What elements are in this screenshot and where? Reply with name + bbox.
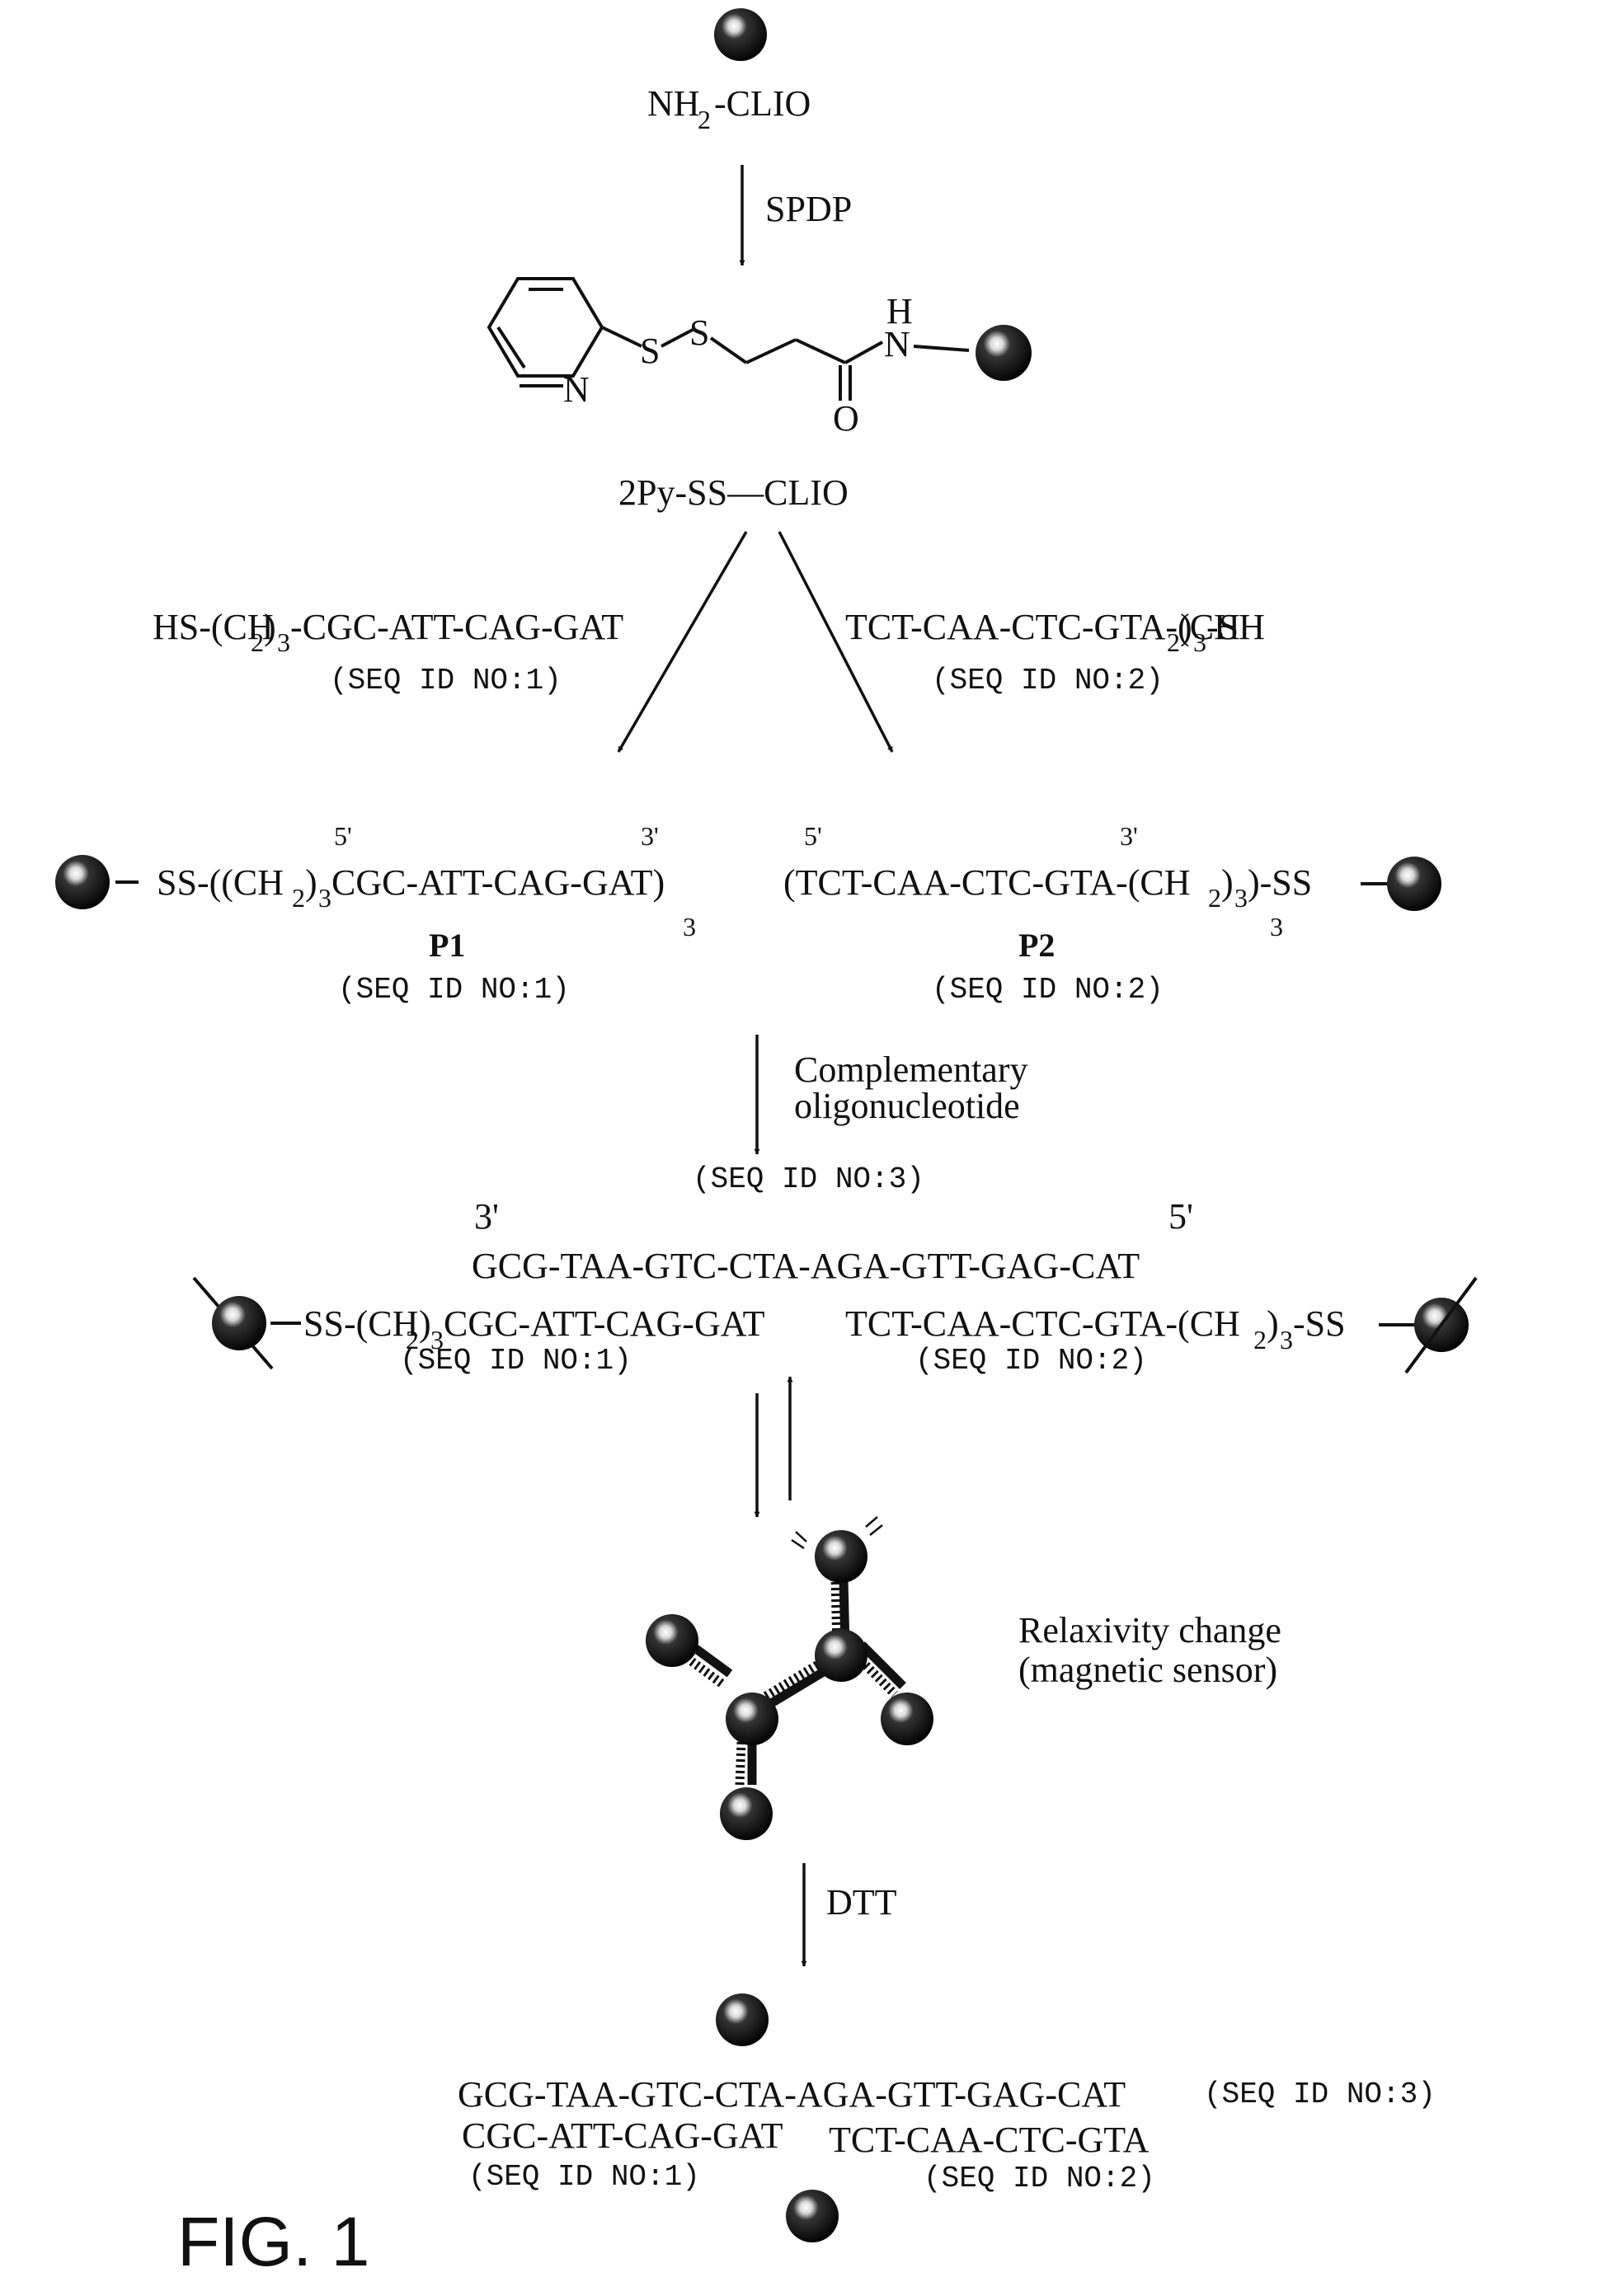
left-reagent-b: ) [264, 607, 276, 647]
left-reagent-c: -CGC-ATT-CAG-GAT [290, 607, 623, 647]
duplex-left-seq-id: (SEQ ID NO:1) [400, 1344, 632, 1378]
target-prime5: 5' [1168, 1196, 1193, 1237]
clio-bead [714, 8, 767, 61]
struct-n-ring: N [563, 369, 590, 410]
reagent-dtt: DTT [826, 1882, 897, 1923]
clio-bead [1387, 857, 1441, 911]
p2-multiplier: 3 [1270, 912, 1283, 941]
clio-bead [976, 325, 1032, 381]
duplex-left-b: ) [419, 1303, 431, 1344]
p2-formula-sub2: 3 [1234, 883, 1248, 913]
start-clio: -CLIO [714, 83, 811, 124]
target-sequence: GCG-TAA-GTC-CTA-AGA-GTT-GAG-CAT [472, 1246, 1140, 1286]
p2-prime5: 5' [804, 821, 822, 851]
duplex-right-c: -SS [1293, 1303, 1346, 1344]
p2-name: P2 [1018, 927, 1055, 964]
left-reagent-seq-id: (SEQ ID NO:1) [330, 664, 562, 697]
reagent-spdp: SPDP [765, 189, 852, 229]
start-sub: 2 [698, 105, 711, 134]
p2-formula-sub: 2 [1208, 883, 1221, 913]
duplex-left-c: CGC-ATT-CAG-GAT [444, 1303, 765, 1344]
arrow-branch-left [618, 532, 746, 752]
p1-prime5: 5' [334, 821, 352, 851]
released-left-seq-id: (SEQ ID NO:1) [468, 2160, 700, 2194]
right-reagent-sub: 2 [1167, 627, 1180, 657]
released-target: GCG-TAA-GTC-CTA-AGA-GTT-GAG-CAT [458, 2074, 1126, 2115]
p1-multiplier: 3 [683, 912, 696, 941]
left-reagent-sub2: 3 [277, 627, 290, 657]
magnetic-sensor-label: (magnetic sensor) [1018, 1650, 1277, 1690]
duplex-right-sub: 2 [1253, 1325, 1267, 1355]
target-prime3: 3' [474, 1196, 499, 1237]
p1-name: P1 [429, 927, 465, 964]
p2-seq-id: (SEQ ID NO:2) [932, 973, 1164, 1007]
released-target-seq-id: (SEQ ID NO:3) [1204, 2078, 1436, 2111]
p1-prime3: 3' [641, 821, 659, 851]
released-right-oligo: TCT-CAA-CTC-GTA [829, 2120, 1150, 2160]
clio-bead [646, 1614, 698, 1667]
intermediate-label: 2Py-SS—CLIO [618, 472, 849, 513]
clio-bead [726, 1693, 778, 1745]
clio-bead [786, 2190, 839, 2242]
start-nh: NH [647, 83, 700, 124]
released-left-oligo: CGC-ATT-CAG-GAT [462, 2115, 783, 2156]
right-reagent-b: ) [1180, 607, 1192, 647]
figure-label: FIG. 1 [177, 2203, 369, 2280]
p1-formula-b: ) [305, 862, 317, 903]
right-reagent-seq-id: (SEQ ID NO:2) [932, 664, 1164, 697]
released-right-seq-id: (SEQ ID NO:2) [924, 2162, 1155, 2195]
right-reagent-c: -SH [1206, 607, 1265, 647]
duplex-right-sub2: 3 [1280, 1325, 1293, 1355]
clio-bead [815, 1530, 867, 1583]
p2-formula-a: (TCT-CAA-CTC-GTA-(CH [783, 862, 1190, 903]
struct-s1: S [640, 331, 660, 371]
p1-formula-c: CGC-ATT-CAG-GAT) [331, 862, 665, 903]
duplex-right-b: ) [1267, 1303, 1279, 1344]
clio-bead [716, 1993, 769, 2046]
reagent-oligonucleotide: oligonucleotide [794, 1086, 1020, 1126]
clio-bead [720, 1787, 773, 1840]
p2-formula-c: )-SS [1248, 862, 1312, 903]
p1-seq-id: (SEQ ID NO:1) [338, 973, 570, 1007]
duplex-left-a: SS-(CH [303, 1303, 418, 1344]
duplex-right-seq-id: (SEQ ID NO:2) [915, 1344, 1147, 1378]
reagent-complementary: Complementary [794, 1049, 1028, 1090]
target-seq-id: (SEQ ID NO:3) [693, 1162, 924, 1196]
duplex-right-a: TCT-CAA-CTC-GTA-(CH [845, 1303, 1240, 1344]
struct-s2: S [689, 312, 709, 353]
clio-bead [212, 1296, 266, 1350]
p1-formula-a: SS-((CH [157, 862, 284, 903]
left-reagent-sub: 2 [251, 627, 264, 657]
clio-bead [881, 1693, 933, 1745]
p1-formula-sub2: 3 [318, 883, 331, 913]
struct-n-amide: N [884, 324, 910, 364]
right-reagent-sub2: 3 [1193, 627, 1206, 657]
clio-bead [815, 1629, 867, 1682]
relaxivity-label: Relaxivity change [1018, 1610, 1281, 1650]
struct-o: O [833, 398, 859, 439]
clio-bead [55, 855, 110, 909]
p2-formula-b: ) [1221, 862, 1234, 903]
p1-formula-sub: 2 [292, 883, 305, 913]
p2-prime3: 3' [1120, 821, 1138, 851]
